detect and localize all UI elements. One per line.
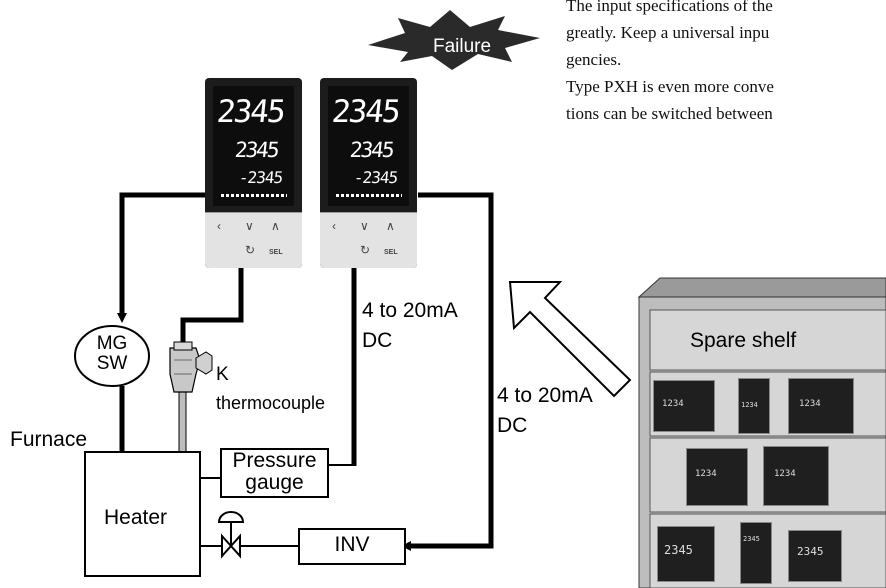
controller-2-pv: 2345 — [330, 94, 400, 130]
failure-label: Failure — [433, 36, 491, 58]
ctl1-to-mgsw-line — [122, 195, 205, 318]
spare-controller: 2345 — [657, 526, 715, 582]
spare-controller: 2345 — [788, 530, 842, 582]
pressure-gauge-label: Pressure gauge — [222, 450, 327, 494]
thermocouple-head-icon — [170, 348, 200, 392]
spare-controller: 1234 — [686, 448, 748, 506]
thermocouple-to-ctl1-line — [183, 262, 241, 345]
pressure-connector — [327, 464, 356, 466]
controller-1-sv: 2345 — [234, 138, 279, 162]
left-key-icon: ‹ — [332, 219, 336, 233]
up-key-icon: ∧ — [386, 219, 395, 233]
controller-2: 2345 2345 -2345 ‹ ∨ ∧ ↻ SEL — [320, 78, 417, 268]
spare-controller: 1234 — [763, 446, 829, 506]
mg-sw-label: MG SW — [94, 334, 130, 374]
down-key-icon: ∨ — [245, 219, 254, 233]
spare-controller: 1234 — [653, 380, 715, 432]
controller-1: 2345 2345 -2345 ‹ ∨ ∧ ↻ SEL — [205, 78, 302, 268]
k-label: K — [216, 364, 229, 386]
controller-2-mv: -2345 — [353, 168, 398, 187]
spare-controller: 2345 — [740, 522, 772, 584]
sel-key-label: SEL — [269, 249, 283, 256]
ctl2-to-inv-line — [406, 195, 491, 546]
left-key-icon: ‹ — [217, 219, 221, 233]
signal-label-b: 4 to 20mA DC — [497, 381, 593, 441]
cycle-key-icon: ↻ — [360, 243, 370, 257]
up-key-icon: ∧ — [271, 219, 280, 233]
spare-shelf-label: Spare shelf — [690, 329, 796, 353]
spare-controller: 1234 — [788, 378, 854, 434]
thermocouple-label: thermocouple — [216, 393, 325, 414]
cycle-key-icon: ↻ — [245, 243, 255, 257]
replace-arrow-icon — [510, 282, 630, 396]
controller-1-pv: 2345 — [215, 94, 285, 130]
signal-label-a: 4 to 20mA DC — [362, 296, 458, 356]
spare-controller: 1234 — [738, 378, 770, 434]
controller-1-mv: -2345 — [238, 168, 283, 187]
controller-2-sv: 2345 — [349, 138, 394, 162]
heater-label: Heater — [104, 506, 167, 530]
furnace-label: Furnace — [10, 428, 87, 452]
sel-key-label: SEL — [384, 249, 398, 256]
inv-label: INV — [298, 533, 406, 557]
down-key-icon: ∨ — [360, 219, 369, 233]
